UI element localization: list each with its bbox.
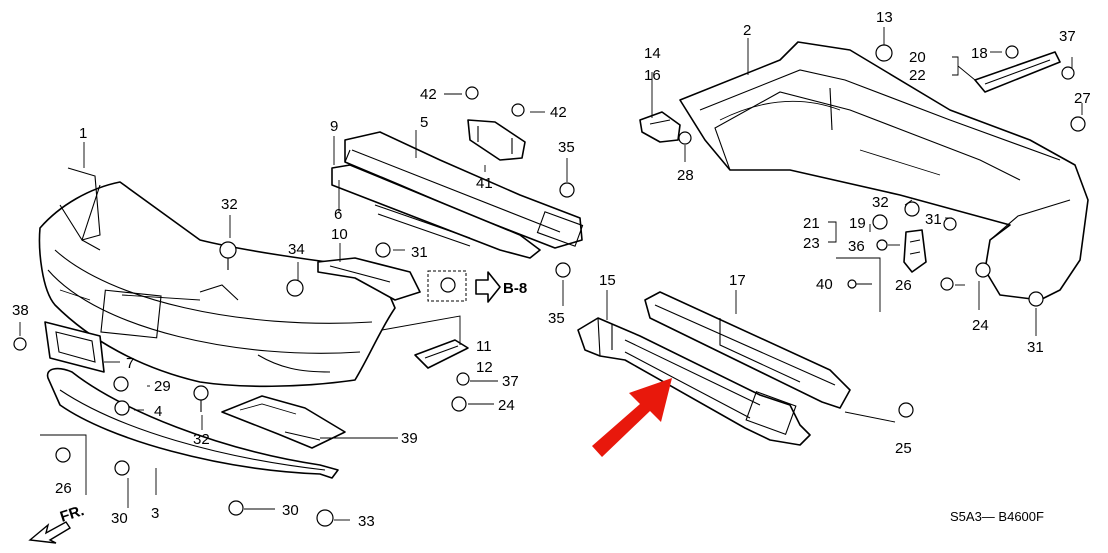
label-29: 29 bbox=[154, 378, 171, 395]
label-31b: 31 bbox=[925, 211, 942, 228]
label-12: 12 bbox=[476, 359, 493, 376]
fasteners bbox=[13, 44, 1086, 527]
label-11: 11 bbox=[476, 338, 492, 355]
label-32c: 32 bbox=[872, 194, 889, 211]
label-7: 7 bbox=[126, 355, 134, 372]
label-30b: 30 bbox=[282, 502, 299, 519]
label-42b: 42 bbox=[550, 104, 567, 121]
label-31c: 31 bbox=[1027, 339, 1044, 356]
reference-label: B-8 bbox=[503, 280, 527, 297]
label-13: 13 bbox=[876, 9, 893, 26]
label-35b: 35 bbox=[548, 310, 565, 327]
rear-upper-spacer bbox=[974, 51, 1061, 93]
label-24a: 24 bbox=[498, 397, 515, 414]
rear-bumper-beam bbox=[577, 317, 811, 446]
label-22: 22 bbox=[909, 67, 926, 84]
reference-b8 bbox=[427, 270, 501, 303]
label-4: 4 bbox=[154, 403, 162, 420]
rear-bumper-absorber bbox=[644, 291, 851, 409]
label-6: 6 bbox=[334, 206, 342, 223]
label-1: 1 bbox=[79, 125, 87, 142]
label-10: 10 bbox=[331, 226, 348, 243]
side-spacer bbox=[414, 339, 469, 369]
front-bumper-bracket bbox=[317, 257, 421, 301]
label-35a: 35 bbox=[558, 139, 575, 156]
label-36: 36 bbox=[848, 238, 865, 255]
label-20: 20 bbox=[909, 49, 926, 66]
rear-side-spacer bbox=[639, 111, 927, 273]
diagram-code: S5A3— B4600F bbox=[950, 509, 1044, 524]
label-18: 18 bbox=[971, 45, 988, 62]
label-24b: 24 bbox=[972, 317, 989, 334]
front-marker-label: FR. bbox=[58, 502, 86, 526]
label-26b: 26 bbox=[895, 277, 912, 294]
label-25: 25 bbox=[895, 440, 912, 457]
label-30a: 30 bbox=[111, 510, 128, 527]
license-plate-base bbox=[44, 321, 105, 373]
label-27: 27 bbox=[1074, 90, 1091, 107]
label-14: 14 bbox=[644, 45, 661, 62]
label-37a: 37 bbox=[1059, 28, 1076, 45]
label-2: 2 bbox=[743, 22, 751, 39]
label-38: 38 bbox=[12, 302, 29, 319]
label-31a: 31 bbox=[411, 244, 428, 261]
highlight-arrow bbox=[592, 378, 672, 457]
front-lower-spoiler bbox=[46, 367, 339, 479]
label-42a: 42 bbox=[420, 86, 437, 103]
leader-lines bbox=[19, 27, 1083, 521]
label-26a: 26 bbox=[55, 480, 72, 497]
label-40: 40 bbox=[816, 276, 833, 293]
label-17: 17 bbox=[729, 272, 746, 289]
front-bumper-face bbox=[38, 167, 396, 388]
label-5: 5 bbox=[420, 114, 428, 131]
label-32a: 32 bbox=[221, 196, 238, 213]
front-bumper-beam bbox=[331, 131, 584, 259]
engine-under-cover bbox=[221, 395, 346, 449]
label-9: 9 bbox=[330, 118, 338, 135]
part-labels: 1 2 3 4 5 6 7 9 10 11 12 13 14 16 15 17 … bbox=[12, 9, 1091, 530]
label-33: 33 bbox=[358, 513, 375, 530]
label-39: 39 bbox=[401, 430, 418, 447]
front-direction-arrow-icon bbox=[28, 521, 71, 544]
upper-bracket bbox=[467, 119, 526, 161]
label-32b: 32 bbox=[193, 431, 210, 448]
label-23: 23 bbox=[803, 235, 820, 252]
label-37b: 37 bbox=[502, 373, 519, 390]
label-34: 34 bbox=[288, 241, 305, 258]
label-28: 28 bbox=[677, 167, 694, 184]
label-21: 21 bbox=[803, 215, 820, 232]
label-3: 3 bbox=[151, 505, 159, 522]
label-19: 19 bbox=[849, 215, 866, 232]
label-16: 16 bbox=[644, 67, 661, 84]
label-15: 15 bbox=[599, 272, 616, 289]
label-41: 41 bbox=[476, 175, 493, 192]
rear-bumper-face bbox=[679, 41, 1089, 301]
